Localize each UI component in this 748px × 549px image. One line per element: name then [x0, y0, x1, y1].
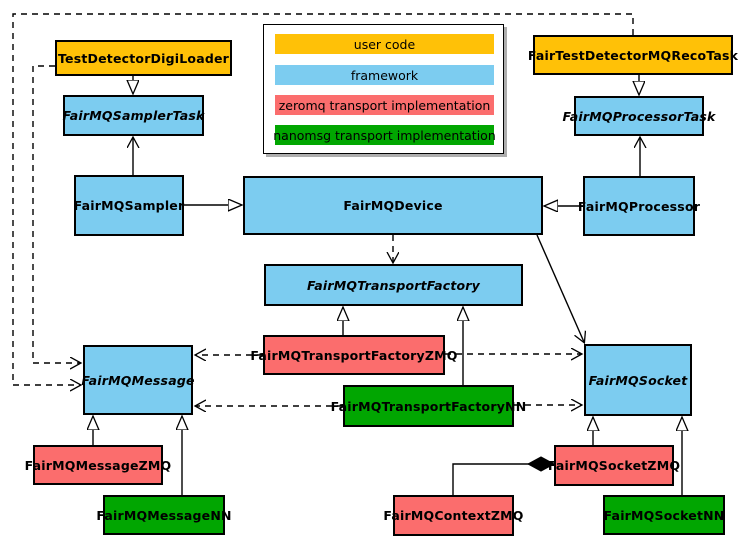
edge-digiloader-message-dependency — [32, 65, 80, 363]
node-fairmqprocessor: FairMQProcessor — [578, 176, 700, 236]
node-fairmqmessagenn: FairMQMessageNN — [96, 495, 231, 535]
node-fairmqdevice: FairMQDevice — [243, 176, 543, 235]
node-fairmqmessage: FairMQMessage — [81, 345, 194, 415]
legend-item-framework: framework — [275, 65, 494, 85]
edge-recotask-message-dependency — [12, 13, 634, 385]
node-fairmqtransportfactorynn: FairMQTransportFactoryNN — [331, 385, 526, 427]
node-fairmqsamplertask: FairMQSamplerTask — [62, 95, 204, 136]
node-fairmqsocketzmq: FairMQSocketZMQ — [548, 445, 680, 486]
legend-item-user-code: user code — [275, 34, 494, 54]
node-fairmqcontextzmq: FairMQContextZMQ — [383, 495, 523, 536]
edge-device-socket-association — [536, 234, 584, 342]
edge-contextzmq-socketzmq-composition — [452, 456, 556, 495]
node-fairmqmessagezmq: FairMQMessageZMQ — [25, 445, 171, 485]
legend-item-zeromq: zeromq transport implementation — [275, 95, 494, 115]
legend-item-nanomsg: nanomsg transport implementation — [273, 125, 496, 145]
node-fairtestdetectormqrecotask: FairTestDetectorMQRecoTask — [528, 35, 738, 75]
node-fairmqsocketnn: FairMQSocketNN — [603, 495, 725, 535]
legend: user code framework zeromq transport imp… — [263, 24, 504, 154]
node-fairmqtransportfactory: FairMQTransportFactory — [264, 264, 523, 306]
node-testdetectordigiloader: TestDetectorDigiLoader — [55, 40, 232, 76]
node-fairmqsampler: FairMQSampler — [74, 175, 184, 236]
node-fairmqprocessortask: FairMQProcessorTask — [562, 96, 715, 136]
node-fairmqsocket: FairMQSocket — [584, 344, 692, 416]
node-fairmqtransportfactoryzmq: FairMQTransportFactoryZMQ — [250, 335, 457, 375]
